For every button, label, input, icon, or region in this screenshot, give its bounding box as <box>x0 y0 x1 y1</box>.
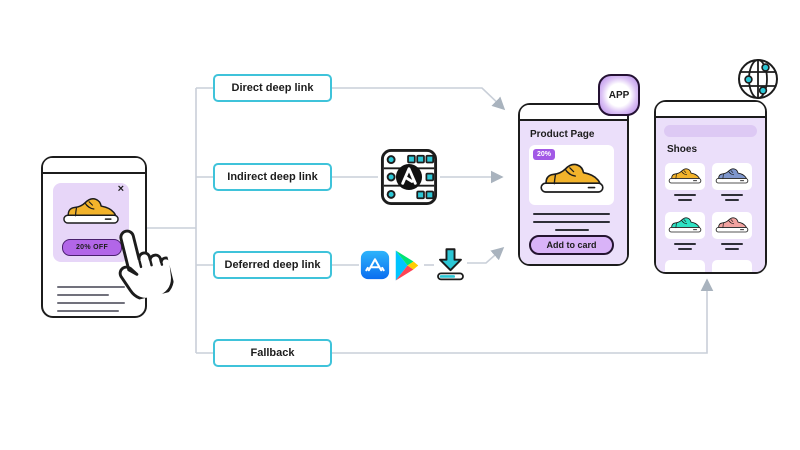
close-icon[interactable]: × <box>117 183 124 195</box>
ad-phone-screen: × 20% OFF <box>43 174 145 316</box>
branch-fallback: Fallback <box>213 339 332 367</box>
app-install-download-icon <box>436 246 465 281</box>
text-placeholder-line <box>57 286 125 288</box>
adjust-qr-code-icon <box>380 148 438 206</box>
product-card[interactable] <box>712 163 752 190</box>
product-card[interactable] <box>665 260 705 272</box>
add-to-cart-button[interactable]: Add to card <box>529 235 614 255</box>
ad-sneaker-image <box>62 194 120 225</box>
web-phone-screen: Shoes <box>656 118 765 272</box>
google-play-store-icon[interactable] <box>392 249 422 282</box>
text-placeholder-line <box>721 194 743 196</box>
text-placeholder-line <box>57 294 109 296</box>
app-badge: APP <box>598 74 640 116</box>
text-placeholder-line <box>555 229 589 231</box>
text-placeholder-line <box>725 199 739 201</box>
web-phone-statusbar <box>656 102 765 118</box>
product-card[interactable] <box>665 212 705 239</box>
apple-app-store-icon[interactable] <box>360 250 390 280</box>
shoes-page-title: Shoes <box>667 144 698 155</box>
product-page-title: Product Page <box>530 129 595 140</box>
tap-hand-cursor <box>98 221 176 306</box>
app-phone-mockup: Product Page 20% Add to card <box>518 103 629 266</box>
text-placeholder-line <box>674 243 696 245</box>
text-placeholder-line <box>57 302 125 304</box>
product-card[interactable] <box>712 260 752 272</box>
globe-web-icon <box>735 58 781 104</box>
branch-deferred-deep-link: Deferred deep link <box>213 251 332 279</box>
text-placeholder-line <box>678 248 692 250</box>
ad-popup-card: × 20% OFF <box>53 183 129 262</box>
sneaker-image <box>715 215 749 233</box>
discount-offer-button[interactable]: 20% OFF <box>62 239 122 256</box>
ad-phone-statusbar <box>43 158 145 174</box>
branch-indirect-deep-link: Indirect deep link <box>213 163 332 191</box>
text-placeholder-line <box>533 221 610 223</box>
discount-badge: 20% <box>533 149 556 160</box>
text-placeholder-line <box>674 194 696 196</box>
sneaker-image <box>668 166 702 184</box>
app-phone-screen: Product Page 20% Add to card <box>520 121 627 264</box>
branch-direct-deep-link: Direct deep link <box>213 74 332 102</box>
sneaker-image <box>715 166 749 184</box>
product-card[interactable] <box>712 212 752 239</box>
text-placeholder-line <box>721 243 743 245</box>
text-placeholder-line <box>57 310 119 312</box>
product-image-card: 20% <box>529 145 614 205</box>
address-bar[interactable] <box>664 125 757 137</box>
text-placeholder-line <box>533 213 610 215</box>
product-sneaker-image <box>539 159 605 194</box>
sneaker-image <box>668 215 702 233</box>
product-card[interactable] <box>665 163 705 190</box>
text-placeholder-line <box>678 199 692 201</box>
web-phone-mockup: Shoes <box>654 100 767 274</box>
text-placeholder-line <box>725 248 739 250</box>
